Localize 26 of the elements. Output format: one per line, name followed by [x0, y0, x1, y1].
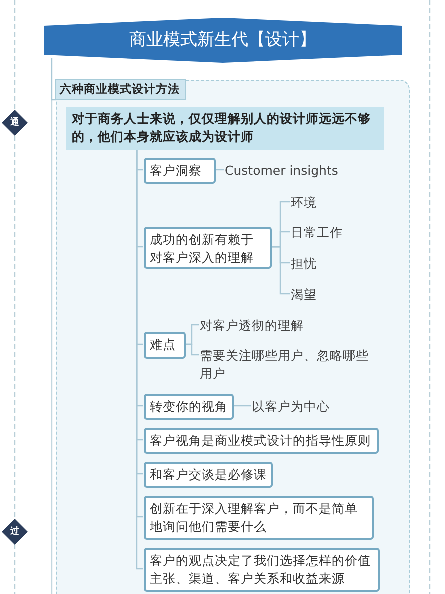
branch-text: 对客户透彻的理解 [200, 317, 330, 335]
heading-tab: 六种商业模式设计方法 [55, 79, 186, 100]
branch-text: Customer insights [225, 162, 345, 180]
connector-line [51, 58, 56, 101]
topic-box: 成功的创新有赖于对客户深入的理解 [144, 227, 272, 269]
topic-box: 客户洞察 [144, 158, 216, 184]
group-panel [56, 80, 410, 594]
diamond-marker: 通 [2, 110, 28, 136]
diamond-marker: 过 [2, 519, 28, 545]
connector-line [185, 344, 199, 356]
branch-text: 渴望 [291, 286, 331, 304]
summary-box: 对于商务人士来说，仅仅理解别人的设计师远远不够的，他们本身就应该成为设计师 [66, 107, 384, 150]
branch-text: 环境 [291, 194, 331, 212]
branch-text: 需要关注哪些用户、忽略哪些用户 [200, 347, 378, 383]
branch-text: 以客户为中心 [252, 398, 352, 416]
topic-box: 难点 [144, 332, 186, 359]
topic-box: 转变你的视角 [144, 394, 234, 420]
topic-box: 和客户交谈是必修课 [144, 462, 273, 488]
topic-box: 创新在于深入理解客户，而不是简单地询问他们需要什么 [144, 496, 374, 540]
connector-line [215, 169, 224, 171]
branch-text: 担忧 [291, 255, 331, 273]
topic-box: 客户的观点决定了我们选择怎样的价值主张、渠道、客户关系和收益来源 [144, 548, 380, 592]
topic-box: 客户视角是商业模式设计的指导性原则 [144, 428, 379, 454]
branch-text: 日常工作 [291, 224, 351, 242]
connector-line [271, 246, 290, 295]
connector-line [233, 405, 251, 407]
